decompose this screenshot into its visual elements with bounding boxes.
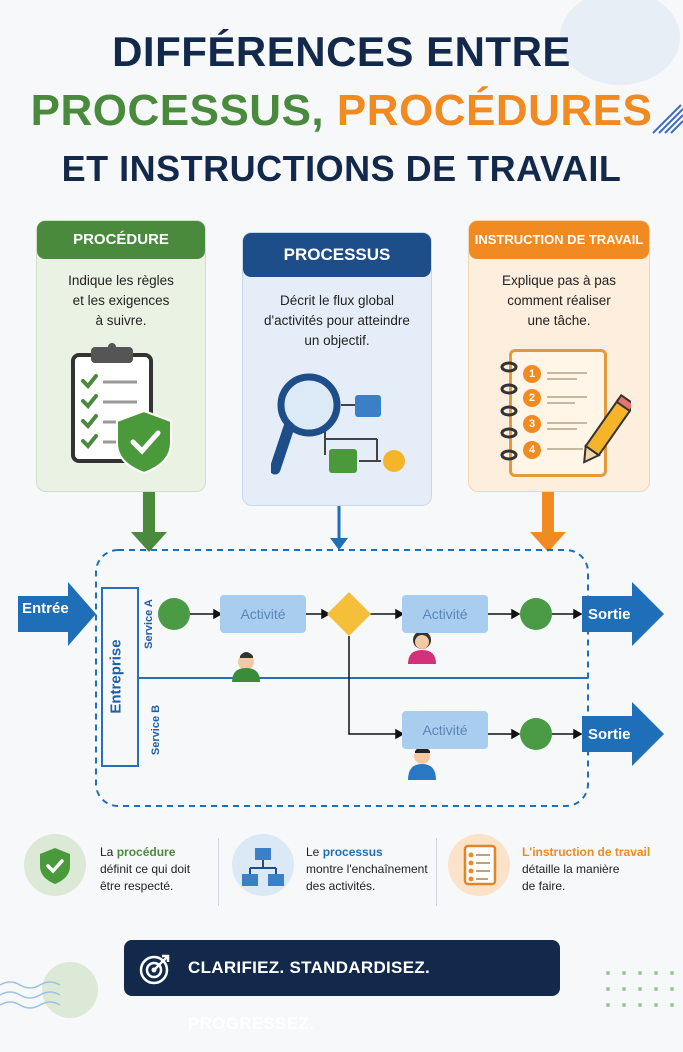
activity-box-1: Activité [220, 595, 306, 633]
input-label: Entrée [22, 600, 69, 617]
procedure-card-title: PROCÉDURE [37, 221, 205, 259]
legend-divider [436, 838, 437, 906]
instruction-card-text: Explique pas à pas comment réaliser une … [501, 273, 617, 328]
output-label-a: Sortie [588, 606, 631, 623]
clipboard-checklist-icon [71, 343, 172, 475]
instruction-card-title: INSTRUCTION DE TRAVAIL [469, 221, 649, 259]
step-number: 2 [523, 389, 541, 407]
legend-divider [218, 838, 219, 906]
end-event-circle-b [520, 718, 552, 750]
instruction-card: INSTRUCTION DE TRAVAIL Explique pas à pa… [468, 220, 650, 492]
decor-circle-top-right [560, 0, 680, 85]
legend-processus-text: Le processus montre l'enchaînement des a… [306, 845, 428, 893]
magnifier-flowchart-icon [271, 373, 405, 475]
lane-a-label: Service A [143, 599, 155, 649]
notebook-rings-icon [500, 361, 518, 461]
processus-card-title: PROCESSUS [243, 233, 431, 277]
motto-text: CLARIFIEZ. STANDARDISEZ. PROGRESSEZ. [188, 958, 431, 1033]
pencil-icon [583, 393, 631, 464]
decor-waves-bottom-left [0, 981, 61, 1009]
decor-circle-bottom-left [42, 962, 98, 1018]
process-flow-diagram [18, 549, 664, 807]
step-lines-icon [547, 372, 587, 450]
title-line-3: ET INSTRUCTIONS DE TRAVAIL [61, 148, 622, 189]
title-line-2: PROCESSUS, PROCÉDURES [0, 86, 683, 136]
legend-notebook-icon [448, 834, 510, 896]
connector-arrows [131, 492, 566, 552]
end-event-circle-a [520, 598, 552, 630]
title-line-1: DIFFÉRENCES ENTRE [112, 28, 571, 75]
procedure-card-text: Indique les règles et les exigences à su… [68, 273, 174, 328]
legend-flowchart-icon [232, 834, 294, 896]
legend-procedure-text: La procédure définit ce qui doit être re… [100, 845, 191, 893]
legend-instruction-text: L'instruction de travail détaille la man… [522, 845, 651, 893]
step-number: 1 [523, 365, 541, 383]
target-icon [139, 954, 170, 985]
lane-b-label: Service B [150, 704, 162, 756]
output-label-b: Sortie [588, 726, 631, 743]
person-icon-pink [408, 631, 436, 664]
activity-box-2: Activité [402, 595, 488, 633]
step-number: 4 [523, 441, 541, 459]
decor-dots-bottom-right [606, 971, 674, 1007]
legend-instruction-key: instruction de travail [532, 845, 651, 859]
processus-card: PROCESSUS Décrit le flux global d'activi… [242, 232, 432, 506]
activity-box-3: Activité [402, 711, 488, 749]
legend-processus-key: processus [322, 845, 383, 859]
processus-card-text: Décrit le flux global d'activités pour a… [264, 293, 410, 348]
legend-procedure-key: procédure [116, 845, 176, 859]
procedure-card: PROCÉDURE Indique les règles et les exig… [36, 220, 206, 492]
person-icon-green [232, 652, 260, 682]
step-number: 3 [523, 415, 541, 433]
person-icon-blue [408, 746, 436, 780]
motto-banner: CLARIFIEZ. STANDARDISEZ. PROGRESSEZ. [124, 940, 560, 1033]
start-event-circle [158, 598, 190, 630]
title-word-procedures: PROCÉDURES [336, 86, 653, 135]
org-label: Entreprise [107, 639, 125, 714]
legend-shield-icon [24, 834, 86, 896]
decor-stripes-right [652, 104, 683, 134]
title-word-processus: PROCESSUS, [30, 86, 325, 135]
